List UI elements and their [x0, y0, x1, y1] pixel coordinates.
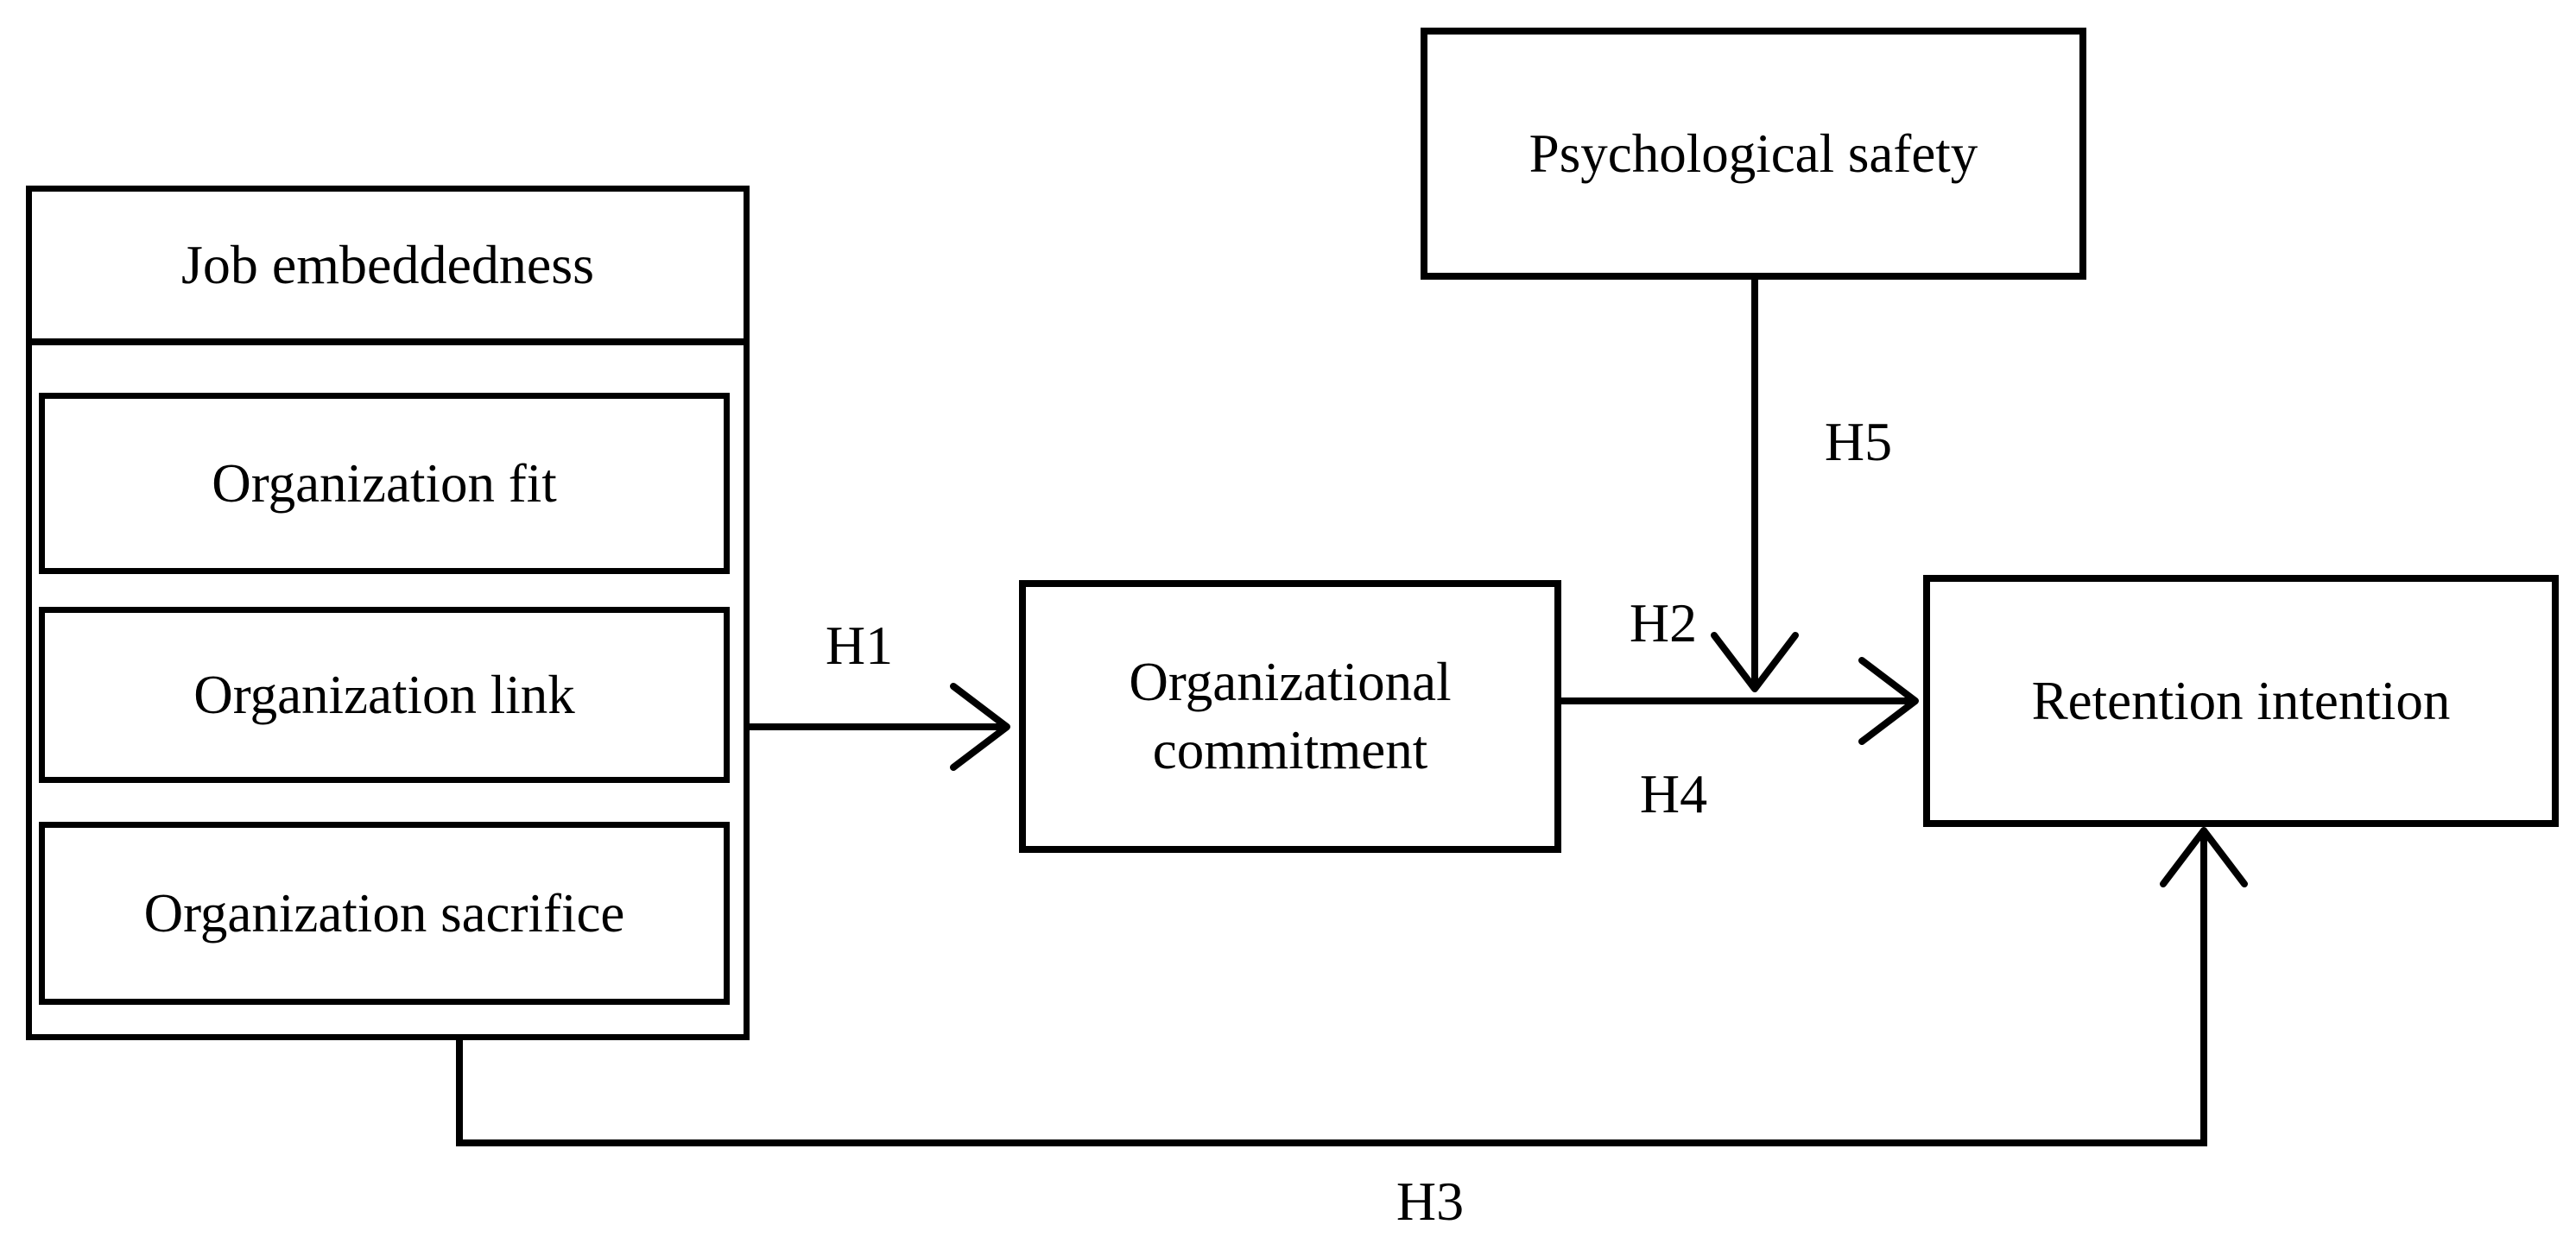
h5-label: H5 [1824, 411, 1893, 472]
organizational-commitment-label: Organizational commitment [1129, 652, 1452, 780]
job-embeddedness-label: Job embeddedness [180, 234, 595, 295]
retention-intention-box: Retention intention [1923, 575, 2559, 827]
organization-sacrifice-label: Organization sacrifice [143, 882, 625, 944]
job-embeddedness-box: Job embeddedness Organization fit Organi… [26, 186, 750, 1040]
organization-link-box: Organization link [39, 607, 730, 783]
psychological-safety-box: Psychological safety [1421, 28, 2086, 280]
h3-label: H3 [1396, 1171, 1465, 1232]
organizational-commitment-box: Organizational commitment [1019, 580, 1561, 853]
psychological-safety-label: Psychological safety [1529, 123, 1978, 184]
organization-sacrifice-box: Organization sacrifice [39, 822, 730, 1005]
retention-intention-label: Retention intention [2031, 670, 2451, 731]
h5-arrowhead-icon [1711, 632, 1799, 692]
h2-label: H2 [1629, 592, 1698, 653]
organization-link-label: Organization link [193, 664, 575, 725]
h1-label: H1 [825, 615, 894, 676]
h4-label: H4 [1639, 763, 1708, 824]
job-embeddedness-title: Job embeddedness [32, 192, 744, 345]
h3-arrowhead-icon [2160, 827, 2248, 887]
h2-arrowhead-icon [1858, 657, 1919, 745]
h1-arrowhead-icon [950, 683, 1010, 771]
organization-fit-box: Organization fit [39, 393, 730, 574]
organization-fit-label: Organization fit [212, 452, 557, 514]
